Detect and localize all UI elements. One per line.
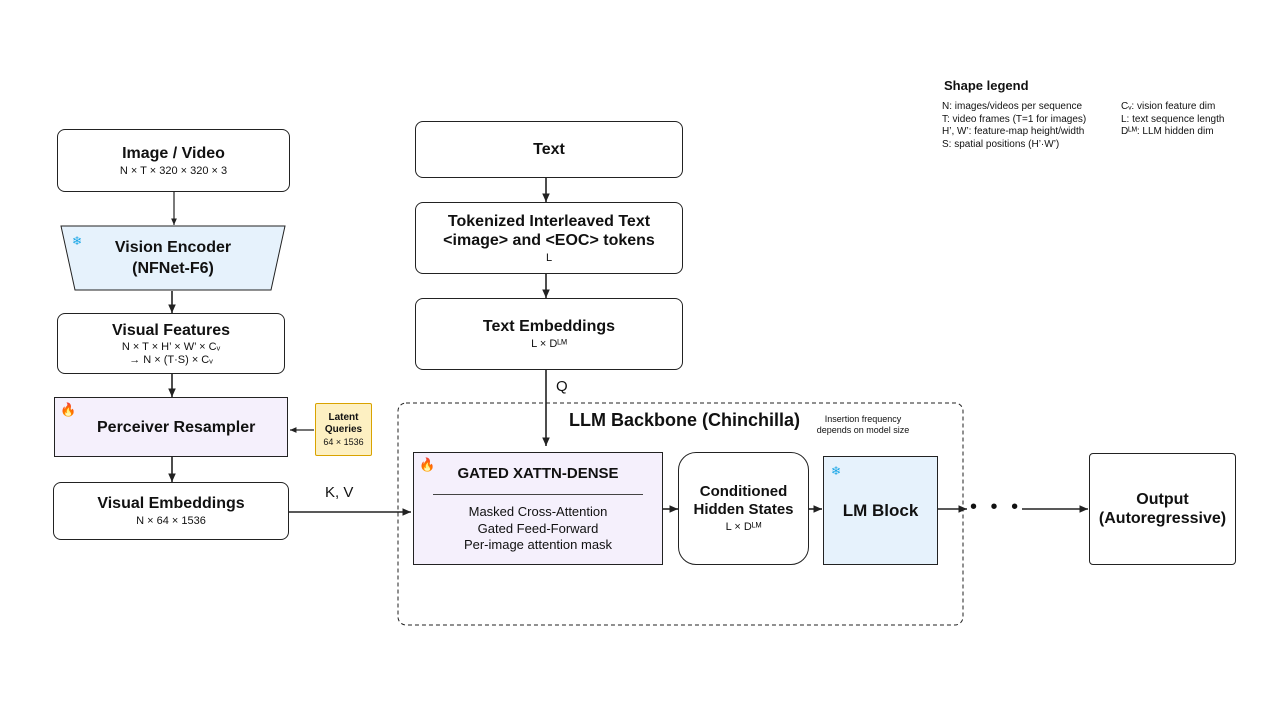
node-shape: N × T × 320 × 320 × 3	[119, 164, 228, 177]
node-title: LM Block	[842, 501, 919, 520]
node-shape: L × Dᴸᴹ	[531, 338, 567, 350]
legend-item: T: video frames (T=1 for images)	[942, 113, 1087, 125]
node-title: Vision Encoder	[114, 239, 232, 256]
snowflake-icon: ❄	[72, 234, 83, 248]
note-line: depends on model size	[816, 425, 910, 435]
legend-item: L: text sequence length	[1121, 113, 1225, 125]
snowflake-icon: ❄	[831, 464, 842, 478]
node-shape: → N × (T·S) × Cᵥ	[129, 353, 213, 366]
lm-block-node: ❄ LM Block	[823, 456, 938, 565]
node-title: Conditioned	[699, 483, 788, 500]
legend-right-list: Cᵥ: vision feature dim L: text sequence …	[1121, 101, 1224, 139]
divider	[433, 494, 643, 495]
node-title: Tokenized Interleaved Text	[447, 212, 651, 230]
node-title: Latent	[328, 411, 359, 423]
node-title: Image / Video	[122, 144, 225, 162]
text-node: Text	[415, 121, 683, 178]
key-value-label: K, V	[325, 484, 354, 501]
node-title: (Autoregressive)	[1098, 510, 1227, 527]
legend-left-list: N: images/videos per sequence T: video f…	[942, 101, 1086, 151]
note-line: Insertion frequency	[824, 414, 902, 424]
output-node: Output (Autoregressive)	[1089, 453, 1236, 565]
visual-features-node: Visual Features N × T × H’ × W’ × Cᵥ → N…	[57, 313, 285, 374]
node-line: Gated Feed-Forward	[477, 520, 599, 536]
node-title: Perceiver Resampler	[97, 418, 256, 436]
backbone-container	[397, 402, 964, 626]
legend-item: S: spatial positions (H’·W’)	[942, 138, 1060, 150]
node-title: Visual Embeddings	[97, 495, 245, 512]
node-subtitle: (NFNet-F6)	[132, 260, 214, 277]
gated-xattn-dense-node: 🔥 GATED XATTN-DENSE Masked Cross-Attenti…	[413, 452, 663, 565]
node-title: Hidden States	[693, 501, 794, 518]
node-shape: L × Dᴸᴹ	[725, 521, 762, 533]
vision-encoder-shape	[60, 225, 286, 291]
legend-item: Dᴸᴹ: LLM hidden dim	[1121, 126, 1214, 137]
node-title: GATED XATTN-DENSE	[457, 465, 619, 482]
node-title: Output	[1136, 491, 1189, 508]
legend-item: Cᵥ: vision feature dim	[1121, 101, 1216, 112]
conditioned-hidden-states-node: Conditioned Hidden States L × Dᴸᴹ	[678, 452, 809, 565]
latent-queries-node: Latent Queries 64 × 1536	[315, 403, 372, 456]
node-line: Masked Cross-Attention	[468, 504, 608, 519]
node-shape: N × 64 × 1536	[136, 515, 206, 527]
legend-item: N: images/videos per sequence	[942, 101, 1083, 112]
query-label: Q	[556, 378, 568, 395]
node-title: Text	[533, 141, 565, 158]
legend-item: H’, W’: feature-map height/width	[942, 126, 1085, 137]
continuation-ellipsis: • • •	[970, 496, 1023, 518]
tokenized-text-node: Tokenized Interleaved Text <image> and <…	[415, 202, 683, 274]
text-embeddings-node: Text Embeddings L × Dᴸᴹ	[415, 298, 683, 370]
vision-encoder-node: ❄ Vision Encoder (NFNet-F6)	[61, 226, 285, 290]
flame-icon: 🔥	[60, 402, 77, 417]
node-title: Queries	[324, 423, 363, 435]
node-shape: L	[545, 251, 553, 264]
backbone-title: LLM Backbone (Chinchilla)	[569, 410, 801, 430]
perceiver-resampler-node: 🔥 Perceiver Resampler	[54, 397, 288, 457]
visual-embeddings-node: Visual Embeddings N × 64 × 1536	[53, 482, 289, 540]
insertion-note: Insertion frequency depends on model siz…	[815, 414, 911, 436]
flame-icon: 🔥	[419, 457, 436, 472]
node-title: Visual Features	[112, 321, 230, 339]
node-title: <image> and <EOC> tokens	[443, 231, 655, 249]
node-shape: N × T × H’ × W’ × Cᵥ	[121, 340, 221, 353]
node-line: Per-image attention mask	[463, 537, 613, 552]
image-video-node: Image / Video N × T × 320 × 320 × 3	[57, 129, 290, 192]
legend-title: Shape legend	[944, 78, 1029, 93]
node-shape: 64 × 1536	[323, 436, 364, 447]
node-title: Text Embeddings	[482, 318, 616, 335]
